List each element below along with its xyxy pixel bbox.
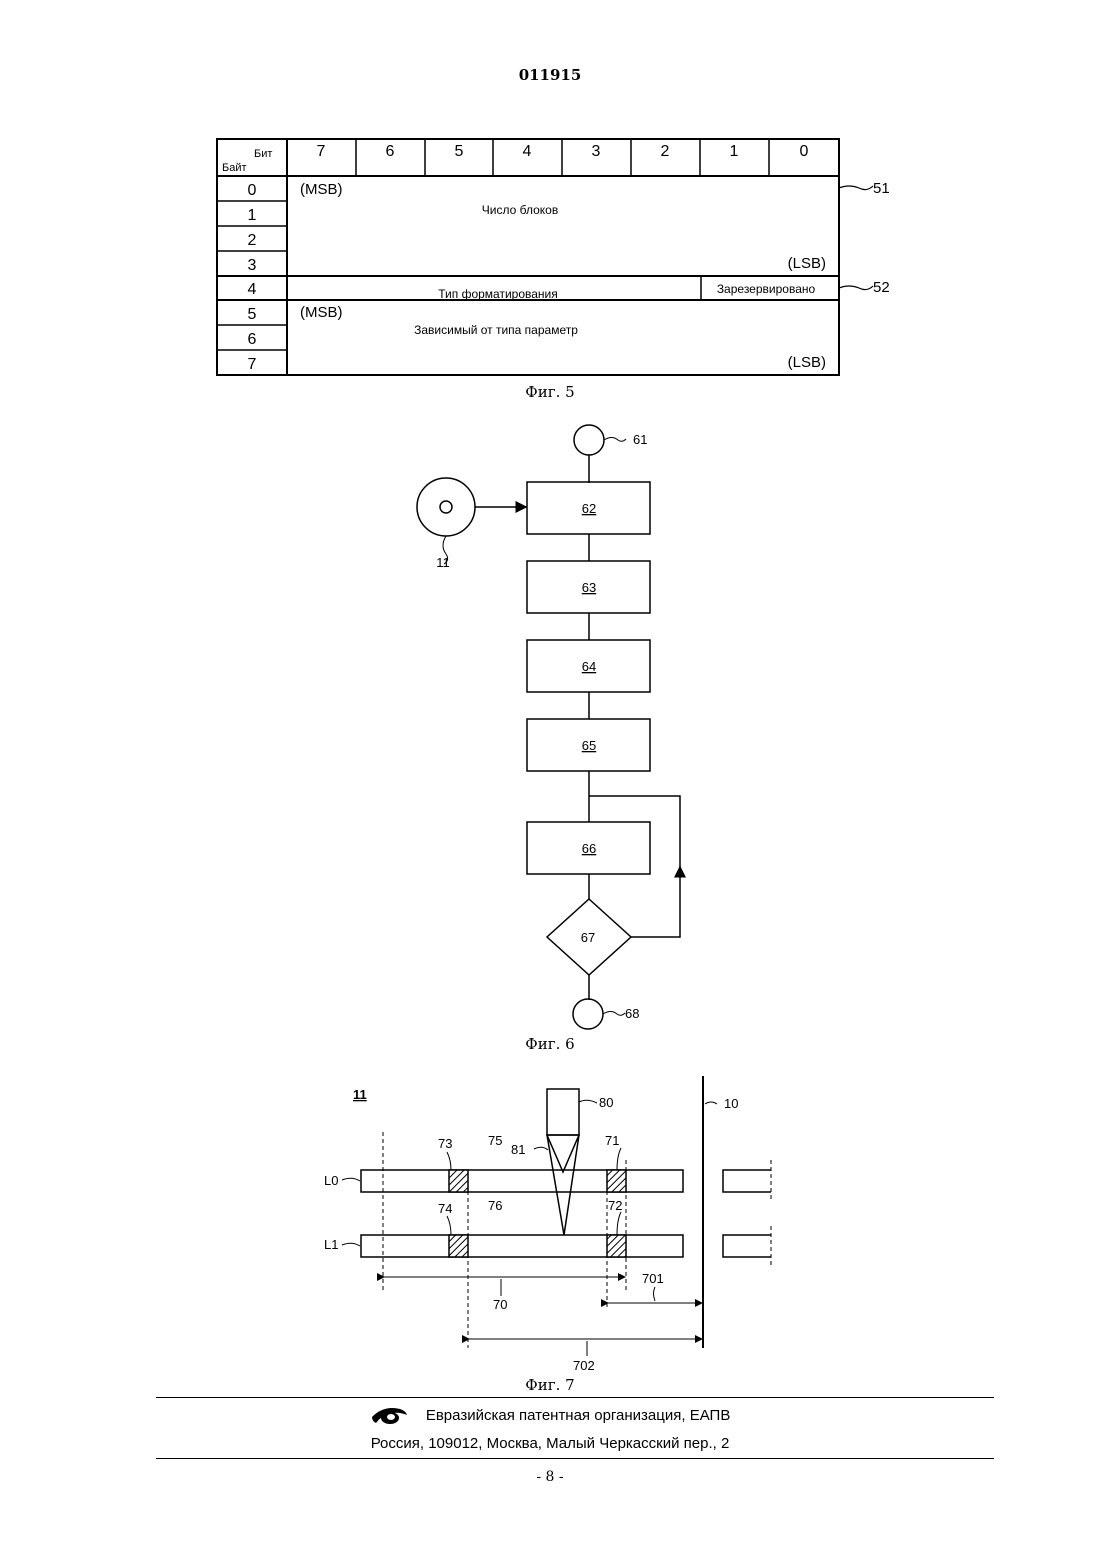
ref-10: 10 bbox=[724, 1096, 738, 1111]
region-71 bbox=[607, 1170, 626, 1192]
layer-l1 bbox=[361, 1235, 683, 1257]
ref-74: 74 bbox=[438, 1201, 452, 1216]
optical-head bbox=[547, 1089, 579, 1135]
ref-72: 72 bbox=[608, 1198, 622, 1213]
ref-75: 75 bbox=[488, 1133, 502, 1148]
fig7-disc-ref: 11 bbox=[353, 1087, 367, 1102]
region-74 bbox=[449, 1235, 468, 1257]
ref-701: 701 bbox=[642, 1271, 664, 1286]
footer-org-name: Евразийская патентная организация, ЕАПВ bbox=[426, 1407, 731, 1424]
eapo-logo-icon bbox=[370, 1405, 408, 1427]
layer-l0 bbox=[361, 1170, 683, 1192]
footer-organization: Евразийская патентная организация, ЕАПВ bbox=[0, 1405, 1100, 1427]
footer-bottom-rule bbox=[156, 1458, 994, 1459]
ref-70: 70 bbox=[493, 1297, 507, 1312]
footer-address: Россия, 109012, Москва, Малый Черкасский… bbox=[0, 1435, 1100, 1452]
ref-81: 81 bbox=[511, 1142, 525, 1157]
region-72 bbox=[607, 1235, 626, 1257]
ref-71: 71 bbox=[605, 1133, 619, 1148]
ref-73: 73 bbox=[438, 1136, 452, 1151]
ref-80: 80 bbox=[599, 1095, 613, 1110]
page-number: - 8 - bbox=[0, 1469, 1100, 1485]
label-l0: L0 bbox=[324, 1173, 338, 1188]
footer-top-rule bbox=[156, 1397, 994, 1398]
region-73 bbox=[449, 1170, 468, 1192]
ref-702: 702 bbox=[573, 1358, 595, 1373]
ref-76: 76 bbox=[488, 1198, 502, 1213]
label-l1: L1 bbox=[324, 1237, 338, 1252]
fig7-diagram: 11 80 81 10 L0 L1 73 75 71 74 76 72 70 7… bbox=[0, 0, 1100, 1390]
beam-lower bbox=[547, 1135, 579, 1235]
fig7-caption: Фиг. 7 bbox=[0, 1376, 1100, 1394]
